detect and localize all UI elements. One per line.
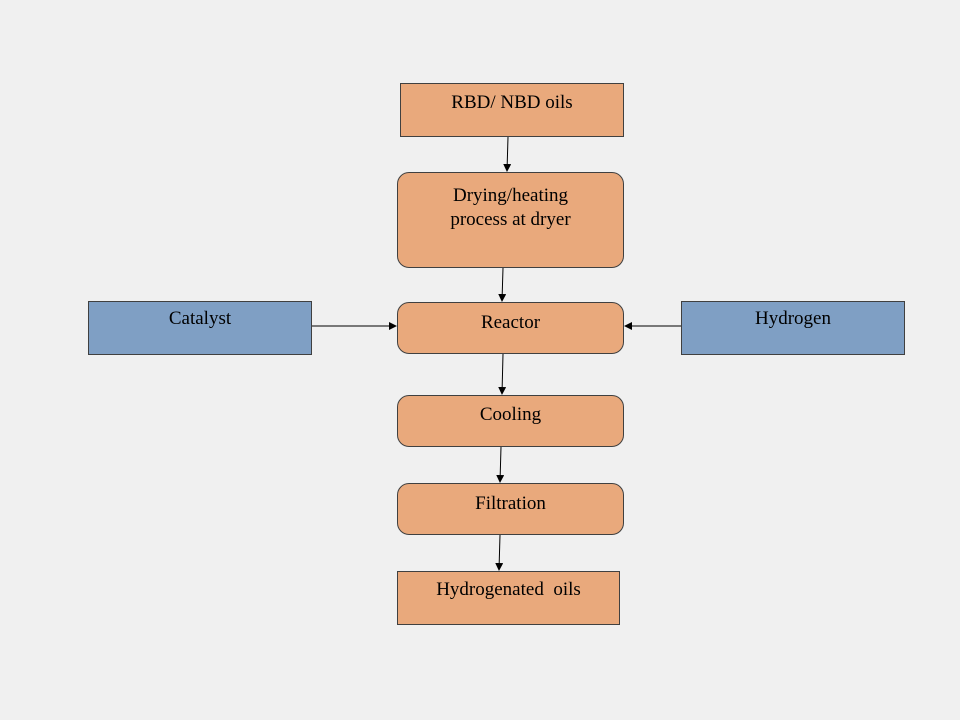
node-label: RBD/ NBD oils	[451, 92, 573, 113]
node-catalyst: Catalyst	[88, 301, 312, 355]
node-reactor: Reactor	[397, 302, 624, 354]
node-label-line2: process at dryer	[450, 209, 571, 230]
arrow-reactor-to-cooling	[498, 353, 507, 395]
node-filtration: Filtration	[397, 483, 624, 535]
node-hydrogen: Hydrogen	[681, 301, 905, 355]
node-hydrogenated-oils: Hydrogenated oils	[397, 571, 620, 625]
arrow-filtration-to-output	[495, 534, 504, 571]
node-label: Filtration	[475, 493, 546, 514]
arrow-dryer-to-reactor	[498, 267, 507, 302]
node-label-line1: Drying/heating	[452, 185, 569, 206]
node-drying-heating: Drying/heating process at dryer	[397, 172, 624, 268]
arrow-input-to-dryer	[503, 136, 512, 172]
node-label: Hydrogenated oils	[436, 579, 581, 600]
node-label: Reactor	[480, 312, 541, 333]
node-label: Hydrogen	[755, 308, 831, 329]
node-cooling: Cooling	[397, 395, 624, 447]
node-rbd-nbd-oils: RBD/ NBD oils	[400, 83, 624, 137]
arrow-cooling-to-filtration	[496, 446, 505, 483]
node-label: Cooling	[479, 404, 542, 425]
node-label: Catalyst	[168, 308, 232, 329]
